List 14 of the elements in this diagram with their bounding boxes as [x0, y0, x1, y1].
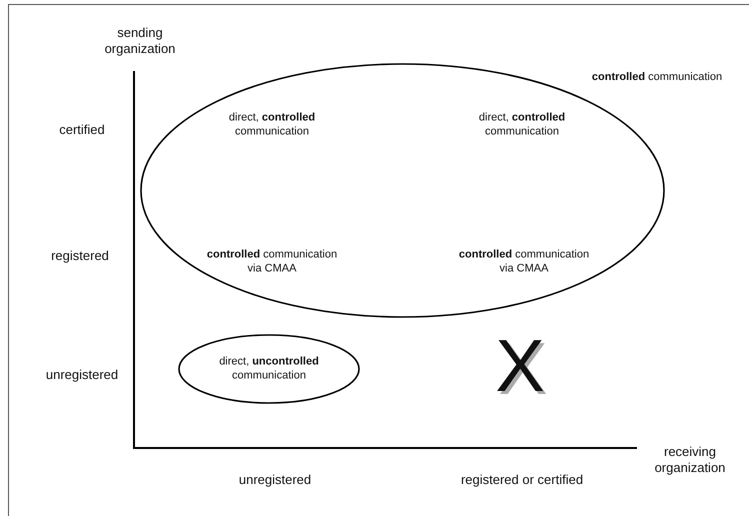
region-text: controlled communication: [592, 70, 722, 84]
region-text: controlled communication via CMAA: [458, 248, 590, 276]
region-text: direct, controlled communication: [478, 110, 566, 140]
axis-title: receiving organization: [654, 444, 726, 476]
axis-label: unregistered: [46, 366, 118, 384]
axis-label: certified: [59, 122, 105, 138]
region-text: controlled communication via CMAA: [206, 248, 338, 276]
axis-title: sending organization: [104, 24, 176, 58]
region-text: direct, uncontrolled communication: [218, 354, 320, 384]
axis-label: unregistered: [238, 472, 312, 488]
cross-mark: X: [495, 329, 545, 403]
region-text: direct, controlled communication: [228, 110, 316, 140]
axis-label: registered: [51, 248, 109, 264]
axis-label: registered or certified: [460, 472, 584, 488]
